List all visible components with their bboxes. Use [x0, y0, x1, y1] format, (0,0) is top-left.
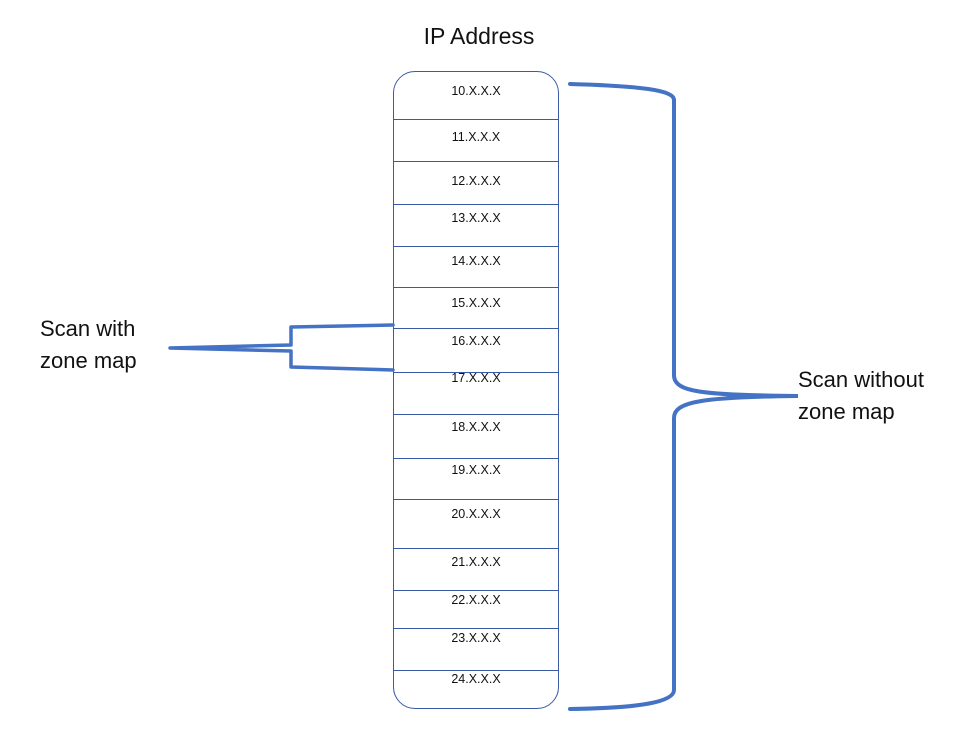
scan-with-zone-map-label: Scan with zone map — [40, 316, 137, 373]
ip-row-21: 21.X.X.X — [394, 548, 558, 590]
ip-row-19: 19.X.X.X — [394, 458, 558, 499]
ip-row-10: 10.X.X.X — [394, 72, 558, 119]
ip-row-label: 21.X.X.X — [451, 555, 501, 569]
ip-row-label: 22.X.X.X — [451, 593, 501, 607]
ip-row-label: 14.X.X.X — [451, 254, 501, 268]
ip-row-label: 17.X.X.X — [451, 371, 501, 385]
ip-row-label: 11.X.X.X — [451, 130, 501, 144]
ip-row-20: 20.X.X.X — [394, 499, 558, 548]
ip-row-15: 15.X.X.X — [394, 287, 558, 328]
ip-address-title: IP Address — [423, 23, 535, 49]
ip-row-14: 14.X.X.X — [394, 246, 558, 287]
ip-row-17: 17.X.X.X — [394, 371, 558, 414]
ip-row-11: 11.X.X.X — [394, 119, 558, 161]
ip-row-18: 18.X.X.X — [394, 414, 558, 458]
ip-row-16: 16.X.X.X — [394, 328, 558, 372]
ip-row-label: 13.X.X.X — [451, 211, 501, 225]
ip-row-12: 12.X.X.X — [394, 161, 558, 204]
ip-row-13: 13.X.X.X — [394, 204, 558, 246]
ip-row-label: 24.X.X.X — [451, 672, 501, 686]
ip-row-label: 20.X.X.X — [451, 507, 501, 521]
scan-without-zone-map-brace — [568, 82, 799, 711]
ip-row-label: 23.X.X.X — [451, 631, 501, 645]
ip-row-23: 23.X.X.X — [394, 628, 558, 670]
ip-row-22: 22.X.X.X — [394, 590, 558, 628]
scan-with-zone-map-brace — [168, 323, 395, 372]
ip-address-column: 10.X.X.X 11.X.X.X 12.X.X.X 13.X.X.X 14.X… — [393, 71, 559, 709]
ip-row-label: 16.X.X.X — [451, 334, 501, 348]
ip-row-label: 15.X.X.X — [451, 296, 501, 310]
ip-row-label: 19.X.X.X — [451, 463, 501, 477]
ip-row-label: 18.X.X.X — [451, 420, 501, 434]
ip-row-24: 24.X.X.X — [394, 670, 558, 708]
scan-without-zone-map-label: Scan without zone map — [798, 367, 924, 424]
ip-row-label: 10.X.X.X — [451, 84, 501, 98]
ip-row-label: 12.X.X.X — [451, 174, 501, 188]
